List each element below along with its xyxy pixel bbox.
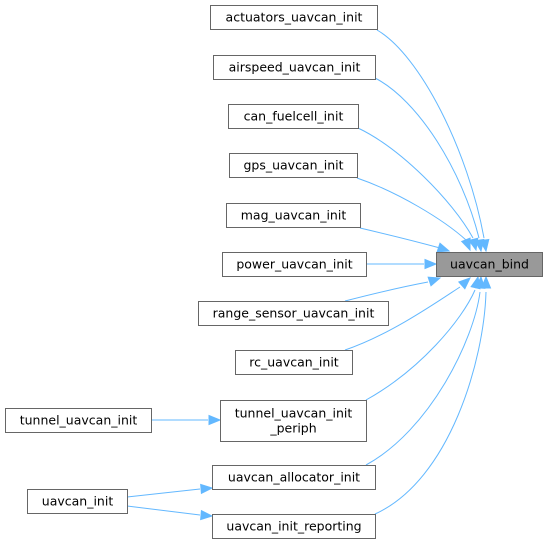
node-label: airspeed_uavcan_init [229,60,361,75]
node-box [220,400,367,442]
edge-tunnel_init-to-tunnel_periph [151,414,222,426]
node-box [213,55,376,80]
node-tunnel-init[interactable]: tunnel_uavcan_init [5,408,152,433]
edge-uavcan_init-to-allocator [126,483,214,498]
arrowhead [468,237,479,252]
node-box [212,514,376,539]
node-label: can_fuelcell_init [244,109,344,124]
node-uavcan-init[interactable]: uavcan_init [27,489,128,514]
edge-line [374,291,487,515]
edge-range-to-uavcan_bind [344,276,442,302]
node-label: power_uavcan_init [236,257,352,272]
node-label: uavcan_allocator_init [228,470,360,485]
edge-tunnel_periph-to-uavcan_bind [365,275,481,401]
node-label: uavcan_init_reporting [226,519,361,534]
node-box [27,489,128,514]
edge-line [374,77,480,239]
call-edges [126,29,492,521]
node-box [228,104,359,129]
node-label: uavcan_bind [450,257,529,272]
edge-airspeed-to-uavcan_bind [374,77,485,253]
edge-power-to-uavcan_bind [366,258,438,270]
node-power[interactable]: power_uavcan_init [222,252,367,277]
node-fuelcell[interactable]: can_fuelcell_init [228,104,359,129]
node-tunnel-periph[interactable]: tunnel_uavcan_init_periph [220,400,367,442]
arrowhead [480,275,492,289]
arrowhead [457,277,471,290]
node-box [210,5,378,30]
node-box [226,203,361,228]
node-label: tunnel_uavcan_init [235,406,353,421]
node-label: rc_uavcan_init [249,355,339,370]
arrowhead [436,242,451,253]
node-label: range_sensor_uavcan_init [213,306,375,321]
edge-fuelcell-to-uavcan_bind [357,127,479,252]
arrowhead [427,276,442,287]
node-label: mag_uavcan_init [241,208,347,223]
edge-line [357,127,474,239]
edge-actuators-to-uavcan_bind [376,29,490,253]
node-uavcan-bind[interactable]: uavcan_bind [436,252,543,277]
edge-line [126,488,201,498]
edge-line [376,29,485,239]
node-box [5,408,152,433]
call-nodes: actuators_uavcan_init airspeed_uavcan_ini… [5,5,543,539]
node-box [198,301,389,326]
node-box [212,465,376,490]
edge-line [365,291,481,466]
node-gps[interactable]: gps_uavcan_init [229,153,358,178]
edge-line [356,177,467,241]
node-reporting[interactable]: uavcan_init_reporting [212,514,376,539]
edge-line [344,281,429,302]
edge-line [344,286,461,351]
node-actuators[interactable]: actuators_uavcan_init [210,5,378,30]
node-mag[interactable]: mag_uavcan_init [226,203,361,228]
node-box [235,350,353,375]
node-box [229,153,358,178]
node-rc[interactable]: rc_uavcan_init [235,350,353,375]
node-box [436,252,543,277]
arrowhead [200,483,214,495]
node-label: gps_uavcan_init [243,158,343,173]
arrowhead [424,258,438,270]
arrowhead [200,509,214,521]
edge-reporting-to-uavcan_bind [374,275,492,515]
node-airspeed[interactable]: airspeed_uavcan_init [213,55,376,80]
arrowhead [208,414,222,426]
node-range[interactable]: range_sensor_uavcan_init [198,301,389,326]
node-label: uavcan_init [42,494,114,509]
node-label: actuators_uavcan_init [226,10,363,25]
edge-rc-to-uavcan_bind [344,277,471,351]
node-label: _periph [269,421,316,436]
edge-line [126,505,201,516]
edge-line [359,227,441,249]
arrowhead [460,237,471,252]
edge-uavcan_init-to-reporting [126,505,214,521]
node-label: tunnel_uavcan_init [20,413,138,428]
node-box [222,252,367,277]
node-allocator[interactable]: uavcan_allocator_init [212,465,376,490]
edge-gps-to-uavcan_bind [356,177,471,252]
edge-line [365,289,476,401]
edge-mag-to-uavcan_bind [359,227,451,253]
